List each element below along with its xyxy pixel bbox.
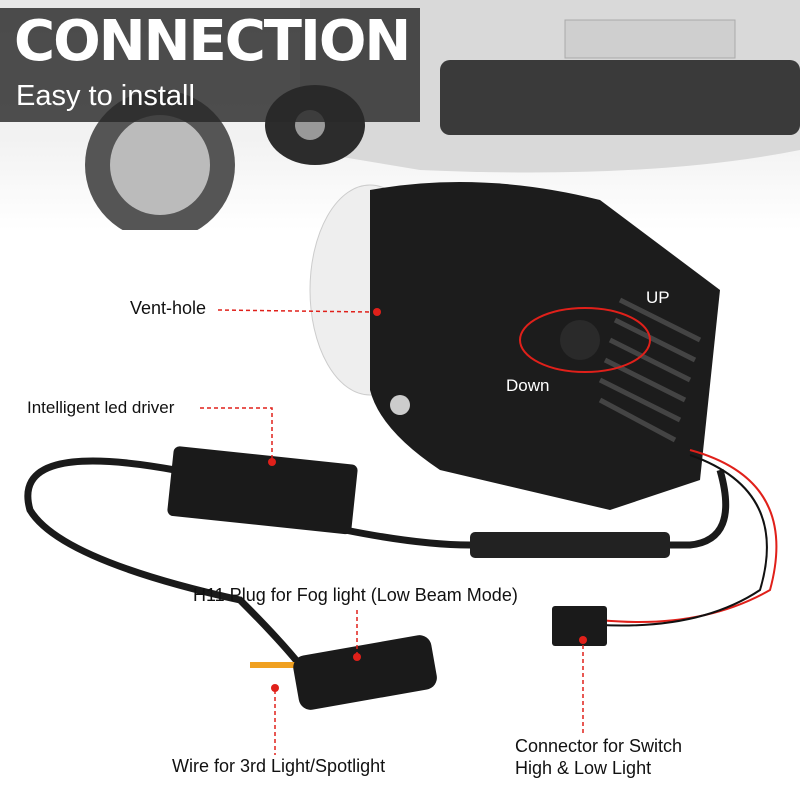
callout-connector-line1: Connector for Switch xyxy=(515,736,683,756)
title-banner xyxy=(0,8,420,122)
callout-driver: Intelligent led driver xyxy=(27,398,175,417)
callout-up: UP xyxy=(646,288,670,307)
callout-down: Down xyxy=(506,376,550,395)
callout-wire-3rd: Wire for 3rd Light/Spotlight xyxy=(172,756,386,776)
callout-vent-hole: Vent-hole xyxy=(130,298,207,318)
page-subtitle: Easy to install xyxy=(16,80,195,112)
callout-connector-line2: High & Low Light xyxy=(515,758,652,778)
callout-h11-plug: H11 Plug for Fog light (Low Beam Mode) xyxy=(193,585,518,605)
callout-lines xyxy=(200,309,584,755)
car-illustration xyxy=(85,0,800,240)
heat-sink-fins xyxy=(598,297,702,443)
page-title: CONNECTION xyxy=(14,9,411,74)
